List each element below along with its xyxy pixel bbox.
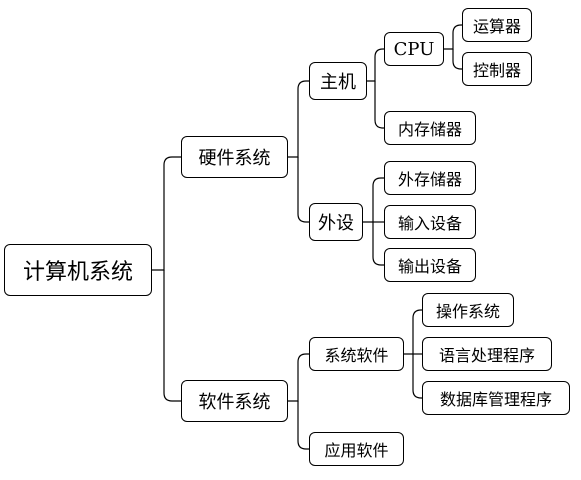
node-input-device: 输入设备 [384, 205, 476, 239]
connector-hardware-peripherals [297, 157, 309, 223]
node-system-software: 系统软件 [309, 337, 404, 371]
connector-cpu-alu [444, 24, 462, 50]
node-internal-memory: 内存储器 [384, 111, 476, 145]
node-controller: 控制器 [462, 52, 532, 86]
connector-cpu-controller [452, 49, 462, 70]
connector-system-dbms [412, 354, 422, 399]
connector-host-memory [374, 81, 384, 129]
node-peripherals: 外设 [309, 203, 363, 241]
node-dbms: 数据库管理程序 [422, 381, 570, 415]
node-operating-system: 操作系统 [422, 293, 514, 327]
connector-host-cpu [367, 48, 384, 82]
node-host: 主机 [309, 62, 367, 100]
node-alu: 运算器 [462, 8, 532, 42]
node-external-storage: 外存储器 [384, 161, 476, 195]
node-hardware-system: 硬件系统 [181, 136, 288, 178]
connector-peripherals-storage [363, 177, 384, 223]
connector-peripherals-output [372, 222, 384, 266]
connector-root-hardware [152, 156, 181, 271]
node-software-system: 软件系统 [181, 380, 288, 422]
node-application-software: 应用软件 [309, 432, 404, 466]
node-cpu: CPU [384, 32, 444, 66]
connector-hardware-host [288, 80, 309, 158]
node-computer-system: 计算机系统 [4, 244, 152, 296]
connector-software-system [288, 353, 309, 402]
connector-software-application [297, 401, 309, 450]
connector-system-os [404, 309, 422, 355]
node-output-device: 输出设备 [384, 248, 476, 282]
node-language-processor: 语言处理程序 [422, 337, 552, 371]
connector-root-software [163, 270, 181, 402]
